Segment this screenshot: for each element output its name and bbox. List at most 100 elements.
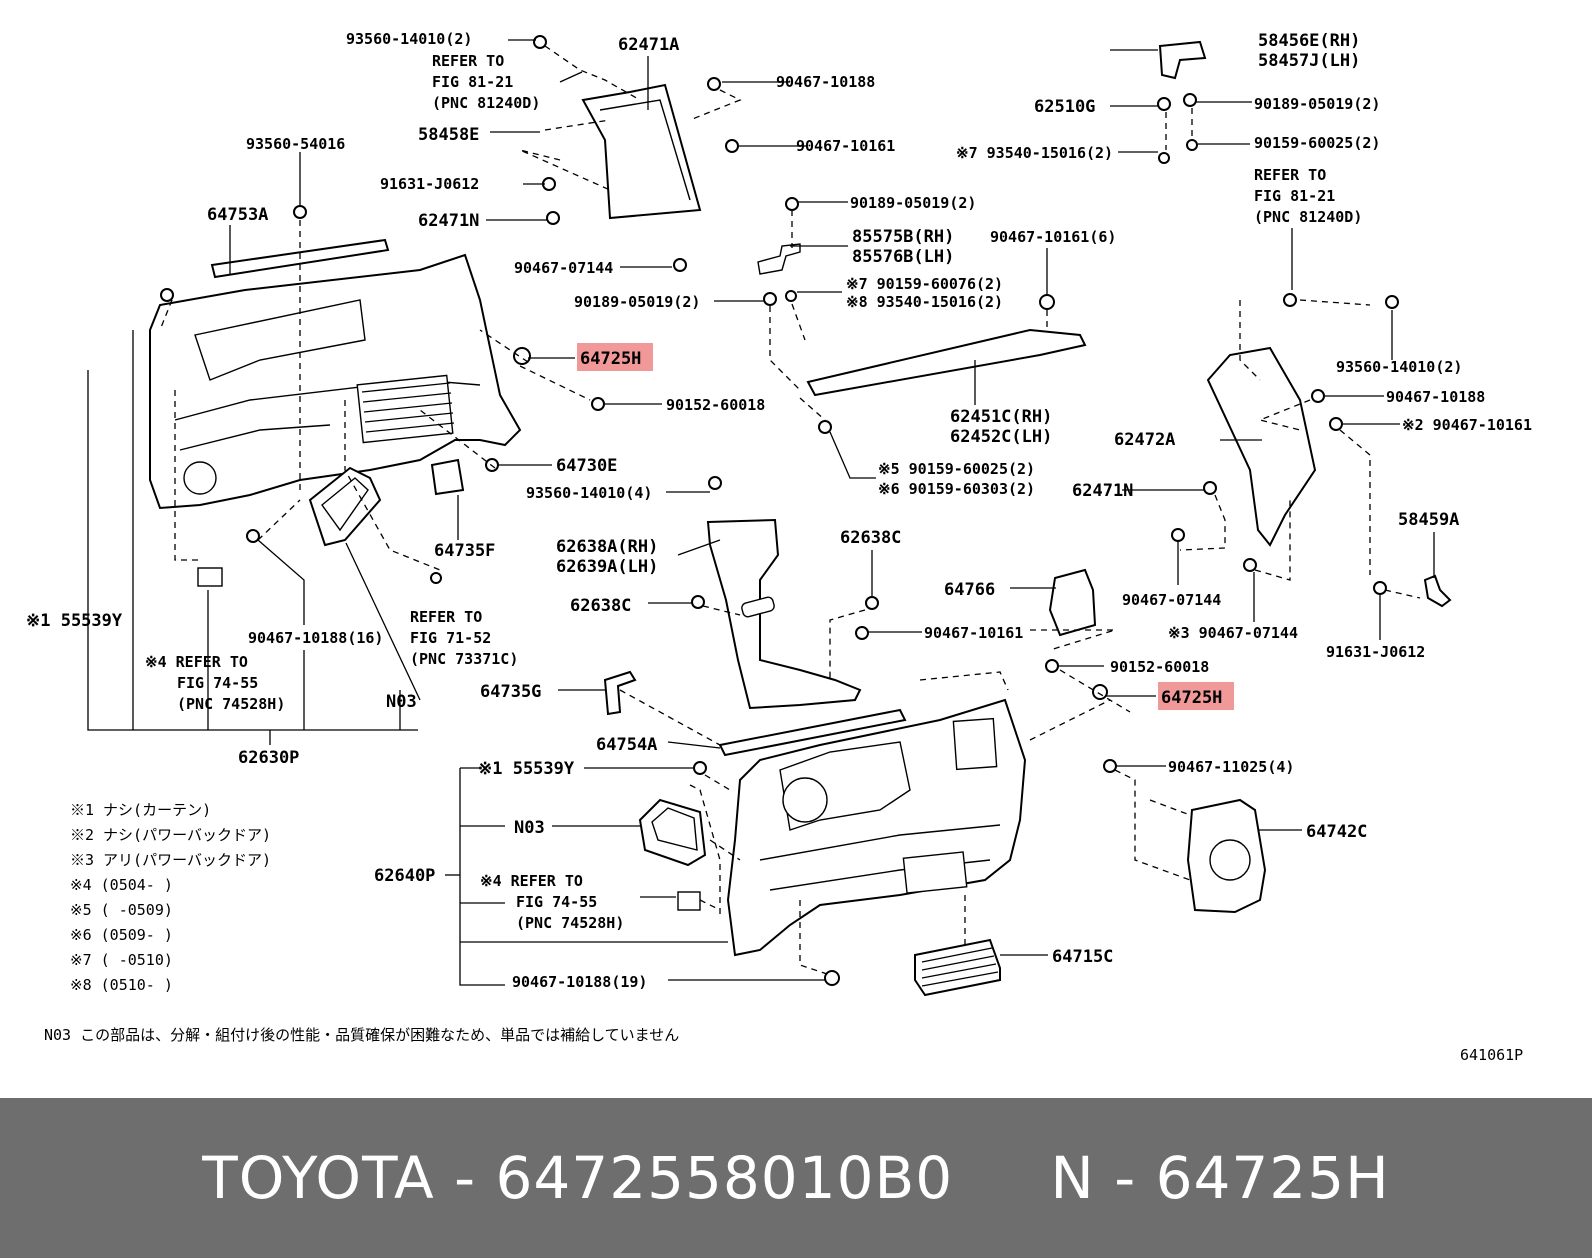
bracket-64735g bbox=[603, 670, 637, 716]
callout-label: 62510G bbox=[1034, 97, 1095, 117]
callout-label: N03 bbox=[386, 692, 417, 712]
callout-label: 93560-14010(2) bbox=[346, 30, 472, 48]
callout-label: REFER TO bbox=[432, 52, 504, 70]
pillar-62638a-slot bbox=[741, 596, 775, 618]
callout-label: 91631-J0612 bbox=[1326, 643, 1425, 661]
callout-label: ※1 55539Y bbox=[478, 759, 575, 779]
lower-speaker-grille-mesh bbox=[651, 807, 698, 851]
callout-label: ※8 93540-15016(2) bbox=[846, 293, 1003, 311]
callout-label: 64753A bbox=[207, 205, 268, 225]
callout-label: 58459A bbox=[1398, 510, 1459, 530]
callout-label: N03 bbox=[514, 818, 545, 838]
callout-label: 64742C bbox=[1306, 822, 1367, 842]
legend-item: ※6 (0509- ) bbox=[70, 926, 173, 944]
callout-label: ※5 90159-60025(2) bbox=[878, 460, 1035, 478]
callout-label: ※4 REFER TO bbox=[145, 653, 248, 671]
pillar-garnish-62471a-inner bbox=[599, 99, 691, 201]
bracket-85575b bbox=[757, 243, 801, 275]
grille-64715c-lines bbox=[921, 947, 999, 987]
callout-label: 64766 bbox=[944, 580, 995, 600]
callout-label: 90152-60018 bbox=[1110, 658, 1209, 676]
callout-label: ※3 90467-07144 bbox=[1168, 624, 1298, 642]
box-64742c-hole bbox=[1209, 839, 1251, 881]
callout-label: 62471N bbox=[1072, 481, 1133, 501]
callout-label: 62471N bbox=[418, 211, 479, 231]
pillar-garnish-62472a bbox=[1206, 346, 1317, 547]
callout-label: REFER TO bbox=[410, 608, 482, 626]
callout-label: 64754A bbox=[596, 735, 657, 755]
callout-label: 62451C(RH) bbox=[950, 407, 1052, 427]
upper-panel-window bbox=[194, 299, 366, 381]
footnote: N03 この部品は、分解・組付け後の性能・品質確保が困難なため、単品では補給して… bbox=[44, 1026, 679, 1044]
legend-item: ※2 ナシ(パワーバックドア) bbox=[70, 826, 271, 844]
callout-label: FIG 74-55 bbox=[516, 893, 597, 911]
callout-label: ※6 90159-60303(2) bbox=[878, 480, 1035, 498]
pillar-garnish-62638a bbox=[706, 518, 862, 710]
callout-label: 62630P bbox=[238, 748, 299, 768]
upper-panel-inner-line bbox=[174, 379, 481, 451]
callout-label: 58457J(LH) bbox=[1258, 51, 1360, 71]
parts-diagram: 93560-14010(2) REFER TO FIG 81-21 (PNC 8… bbox=[26, 30, 1532, 1064]
highlight-64725h-upper bbox=[577, 343, 653, 371]
strip-64754a bbox=[718, 708, 907, 757]
callout-label: REFER TO bbox=[1254, 166, 1326, 184]
upper-panel-speaker-boss bbox=[183, 461, 217, 495]
grille-64715c bbox=[914, 938, 1001, 997]
callout-label: 90189-05019(2) bbox=[1254, 95, 1380, 113]
brand-name: TOYOTA bbox=[202, 1144, 435, 1212]
upper-panel-louver bbox=[356, 374, 454, 444]
callout-label: 62452C(LH) bbox=[950, 427, 1052, 447]
callout-label: (PNC 81240D) bbox=[432, 94, 540, 112]
legend: ※1 ナシ(カーテン) ※2 ナシ(パワーバックドア) ※3 アリ(パワーバック… bbox=[70, 801, 271, 994]
callout-label: 64715C bbox=[1052, 947, 1113, 967]
figure-code: 641061P bbox=[1460, 1046, 1523, 1064]
callout-label: FIG 81-21 bbox=[432, 73, 513, 91]
callout-label: (PNC 81240D) bbox=[1254, 208, 1362, 226]
part-number: 6472558010B0 bbox=[495, 1144, 954, 1212]
callout-label: 64735F bbox=[434, 541, 495, 561]
callout-label: 90467-10188(16) bbox=[248, 629, 383, 647]
legend-item: ※3 アリ(パワーバックドア) bbox=[70, 851, 271, 869]
callout-label: 90467-10161(6) bbox=[990, 228, 1116, 246]
lower-panel-cupholder bbox=[782, 777, 828, 823]
callout-label: 90467-10161 bbox=[796, 137, 895, 155]
leader-lines bbox=[87, 39, 1435, 986]
lower-panel-box-insert bbox=[952, 717, 998, 771]
callout-label: FIG 71-52 bbox=[410, 629, 491, 647]
callout-label: 62640P bbox=[374, 866, 435, 886]
assembly-lines bbox=[159, 45, 1421, 976]
legend-item: ※8 (0510- ) bbox=[70, 976, 173, 994]
callout-label: 90152-60018 bbox=[666, 396, 765, 414]
cover-64766 bbox=[1048, 568, 1097, 637]
callout-label: 90467-10188 bbox=[1386, 388, 1485, 406]
callout-label: 62638A(RH) bbox=[556, 537, 658, 557]
clip-64735f bbox=[430, 458, 465, 496]
callout-label: ※4 REFER TO bbox=[480, 872, 583, 890]
lower-panel-louver bbox=[902, 851, 968, 894]
gap bbox=[953, 1144, 1050, 1212]
upper-panel-louver-lines bbox=[361, 382, 455, 433]
callout-label: 58456E(RH) bbox=[1258, 31, 1360, 51]
callout-label: 93560-14010(4) bbox=[526, 484, 652, 502]
callout-label: (PNC 74528H) bbox=[177, 695, 285, 713]
callout-label: FIG 74-55 bbox=[177, 674, 258, 692]
callout-label: 90189-05019(2) bbox=[574, 293, 700, 311]
legend-item: ※5 ( -0509) bbox=[70, 901, 173, 919]
pnc-code: N - 64725H bbox=[1050, 1144, 1390, 1212]
callout-label: ※7 90159-60076(2) bbox=[846, 275, 1003, 293]
callout-label: 62638C bbox=[840, 528, 901, 548]
label-plate-lower bbox=[677, 891, 701, 911]
callout-labels: 93560-14010(2) REFER TO FIG 81-21 (PNC 8… bbox=[26, 30, 1532, 991]
callout-label: ※1 55539Y bbox=[26, 611, 123, 631]
legend-item: ※1 ナシ(カーテン) bbox=[70, 801, 211, 819]
callout-label: ※2 90467-10161 bbox=[1402, 416, 1532, 434]
separator: - bbox=[434, 1144, 496, 1212]
callout-label: 90467-11025(4) bbox=[1168, 758, 1294, 776]
callout-label: 85575B(RH) bbox=[852, 227, 954, 247]
callout-label: 90467-10161 bbox=[924, 624, 1023, 642]
callout-label: 90467-07144 bbox=[514, 259, 613, 277]
callout-label: ※7 93540-15016(2) bbox=[956, 144, 1113, 162]
part-info-footer: TOYOTA - 6472558010B0 N - 64725H bbox=[0, 1098, 1592, 1258]
callout-label: 64725H bbox=[1161, 688, 1222, 708]
callout-label: 90467-10188 bbox=[776, 73, 875, 91]
